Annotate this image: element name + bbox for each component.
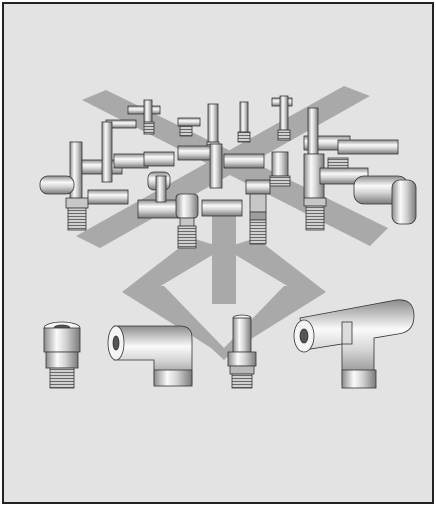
tee-push-in-connector-icon [293, 299, 415, 389]
converge-arrow-icon [122, 212, 326, 360]
fittings-illustration [39, 86, 417, 389]
straight-push-in-connector-icon [43, 321, 81, 389]
male-stud-connector-icon [227, 314, 257, 389]
barbed-fitting-cluster-icon [39, 95, 417, 249]
elbow-push-in-connector-icon [107, 325, 193, 387]
